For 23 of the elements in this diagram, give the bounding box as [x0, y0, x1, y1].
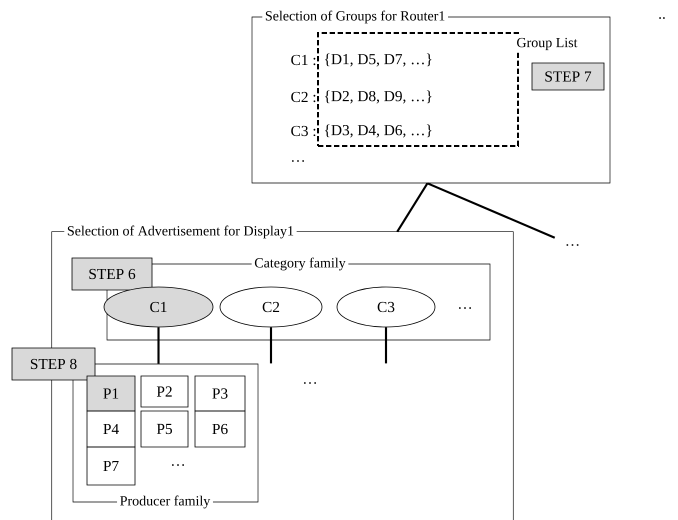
producer-box: P4: [86, 410, 136, 448]
ellipsis-text: …: [566, 244, 579, 246]
node-label: Group List: [517, 38, 578, 50]
producer-box: P1: [86, 376, 136, 412]
connector-line: [157, 327, 160, 364]
ellipsis-text: ..: [659, 17, 665, 19]
connector-line: [384, 327, 388, 364]
connector-line: [396, 182, 428, 232]
step-box: STEP 8: [12, 348, 96, 380]
step-box: STEP 6: [72, 258, 152, 290]
connector-line: [270, 327, 272, 364]
step-box: STEP 7: [532, 62, 604, 90]
ellipsis-text: …: [292, 160, 304, 162]
ellipsis-text: …: [172, 464, 184, 466]
producer-box: P6: [194, 410, 246, 448]
ellipsis-text: …: [304, 382, 316, 384]
node-label: Selection of Advertisement for Display1: [68, 226, 294, 238]
producer-box: P5: [140, 410, 188, 448]
producer-box: P7: [86, 446, 136, 486]
ellipsis-text: …: [458, 307, 472, 309]
producer-box: P3: [194, 376, 246, 412]
producer-box: P2: [140, 376, 188, 408]
connector-line: [427, 182, 556, 239]
